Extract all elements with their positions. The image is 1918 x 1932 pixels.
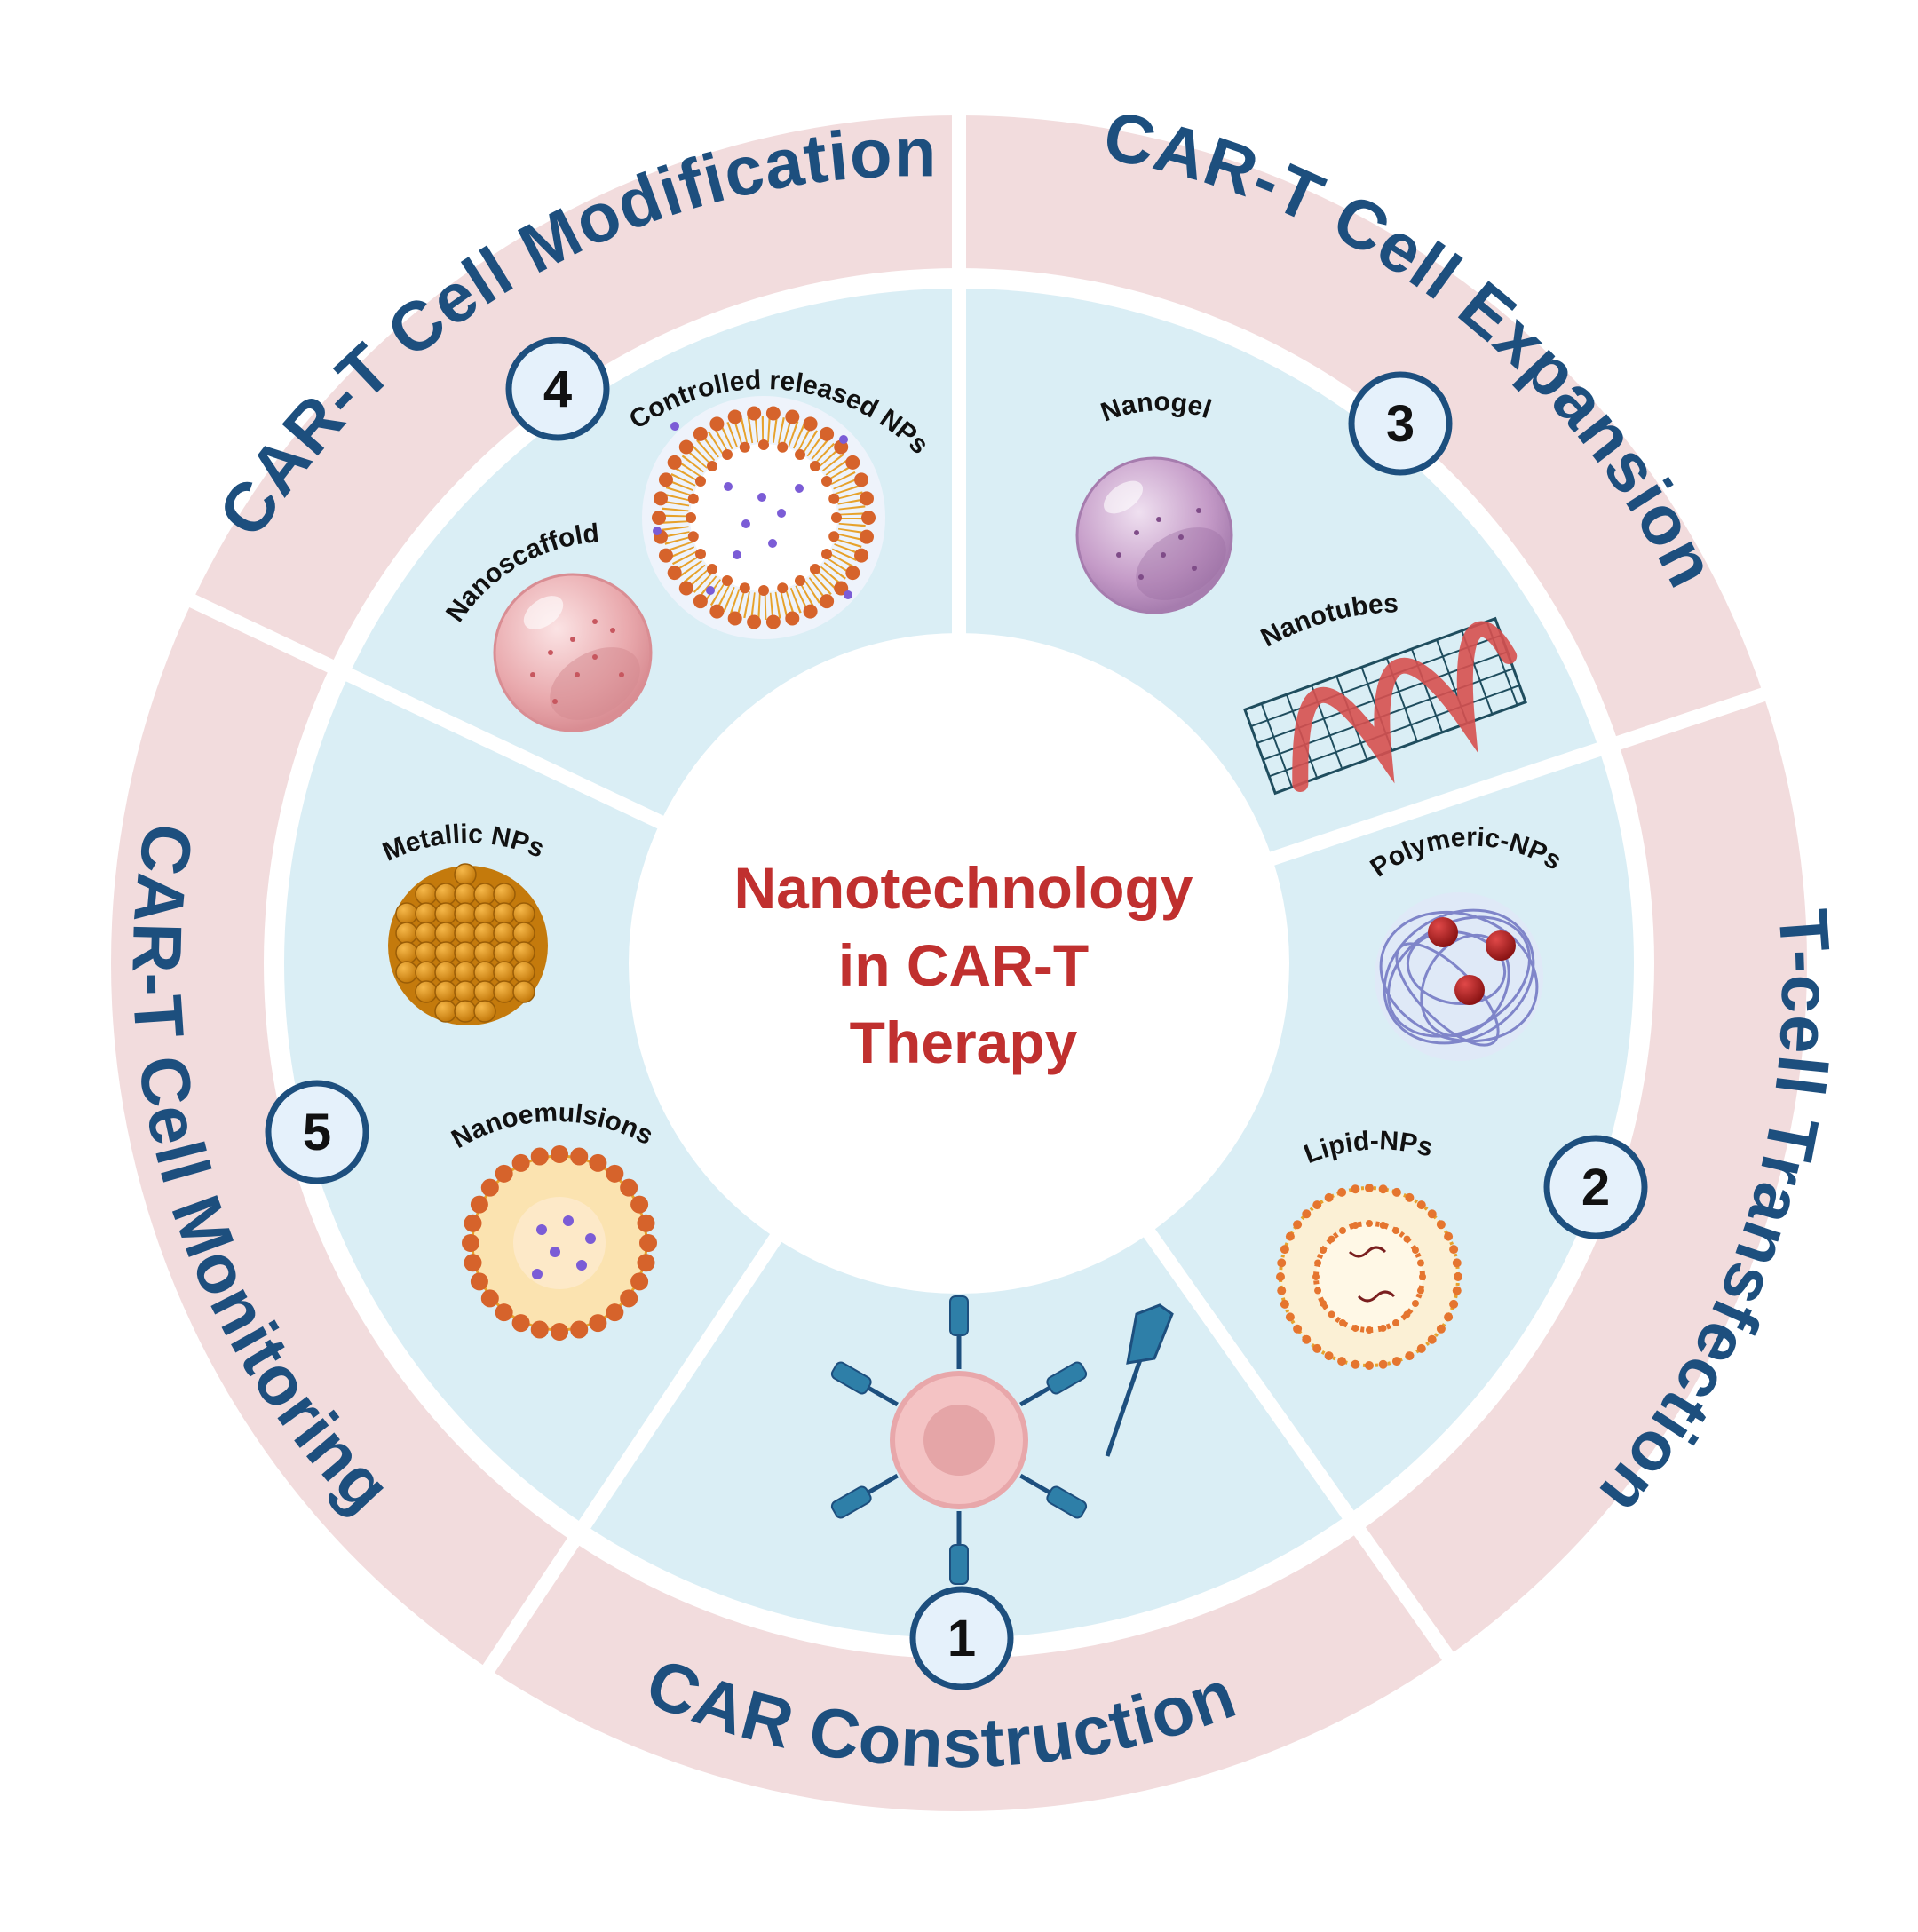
polymeric-np-illustration [1375,892,1543,1061]
center-title-line-3: Therapy [850,1010,1078,1075]
svg-text:4: 4 [543,360,572,418]
badge-3: 3 [1348,371,1453,476]
badge-1: 1 [909,1586,1014,1690]
antibody-receptor-icon [1105,1303,1174,1457]
lipid-np-illustration [1276,1184,1462,1370]
center-title-line-2: in CAR-T [838,932,1089,998]
metallic-np-illustration [388,863,548,1025]
badge-2: 2 [1543,1135,1648,1239]
car-t-cell-illustration [830,1295,1088,1585]
center-title: Nanotechnology in CAR-T Therapy [733,855,1193,1075]
svg-text:1: 1 [947,1610,976,1667]
center-title-line-1: Nanotechnology [733,855,1193,921]
svg-text:2: 2 [1581,1159,1610,1216]
svg-text:3: 3 [1386,395,1415,453]
nanoscaffold-illustration [493,573,653,732]
badge-5: 5 [265,1080,369,1184]
svg-text:5: 5 [303,1104,331,1161]
controlled-release-np-illustration [642,396,885,639]
center-circle [629,633,1289,1294]
nanogel-illustration [1075,456,1233,614]
nanoemulsion-illustration [462,1145,657,1341]
nanotubes-illustration [1243,616,1527,796]
badge-4: 4 [505,337,610,441]
